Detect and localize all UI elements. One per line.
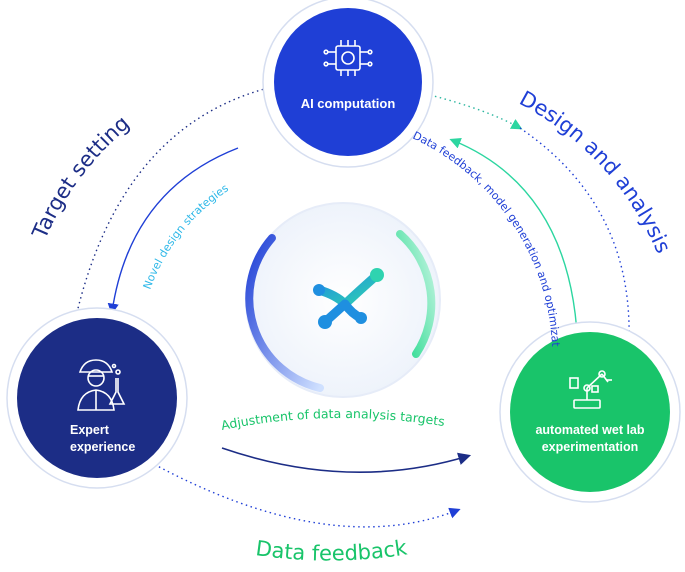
robot-arm-icon xyxy=(569,370,612,409)
node-ai-computation: AI computation xyxy=(262,0,434,168)
chip-brain-icon xyxy=(323,40,373,76)
phase-label-data-feedback: Data feedback xyxy=(254,535,409,565)
flow-label-novel-design: Novel design strategies xyxy=(141,181,231,291)
lab-label-line2: experimentation xyxy=(542,440,639,454)
cycle-path-right xyxy=(519,127,630,359)
cycle-path-bottom xyxy=(149,461,461,528)
center-ring-blue-arc xyxy=(245,234,324,392)
flow-arrow-adjustment xyxy=(221,447,472,473)
ai-computation-label: AI computation xyxy=(301,96,396,111)
phase-design-analysis-text: Design and analysis xyxy=(516,86,676,256)
phase-data-feedback-text: Data feedback xyxy=(254,535,409,565)
flow-arrow-model-generation xyxy=(449,137,579,356)
cycle-path-top-left xyxy=(66,87,269,348)
flow-arrow-novel-design xyxy=(107,147,239,315)
lab-label-line1: automated wet lab xyxy=(535,423,644,437)
center-ring-green-arc xyxy=(396,230,436,358)
phase-label-target-setting: Target setting xyxy=(27,111,134,243)
scientist-icon xyxy=(77,359,126,411)
expert-label-line1: Expert xyxy=(70,423,110,437)
node-automated-wet-lab: automated wet lab experimentation xyxy=(499,321,681,503)
node-expert-experience: Expert experience xyxy=(6,307,188,489)
phase-target-setting-text: Target setting xyxy=(27,111,134,243)
phase-label-design-analysis: Design and analysis xyxy=(516,86,676,256)
expert-label-line2: experience xyxy=(70,440,135,454)
flow-novel-design-text: Novel design strategies xyxy=(141,181,231,291)
center-emblem xyxy=(245,202,441,398)
flow-label-adjustment: Adjustment of data analysis targets xyxy=(220,406,446,433)
cycle-path-top-right xyxy=(429,94,523,130)
network-logo-icon xyxy=(313,268,384,329)
flow-adjustment-text: Adjustment of data analysis targets xyxy=(220,406,446,433)
